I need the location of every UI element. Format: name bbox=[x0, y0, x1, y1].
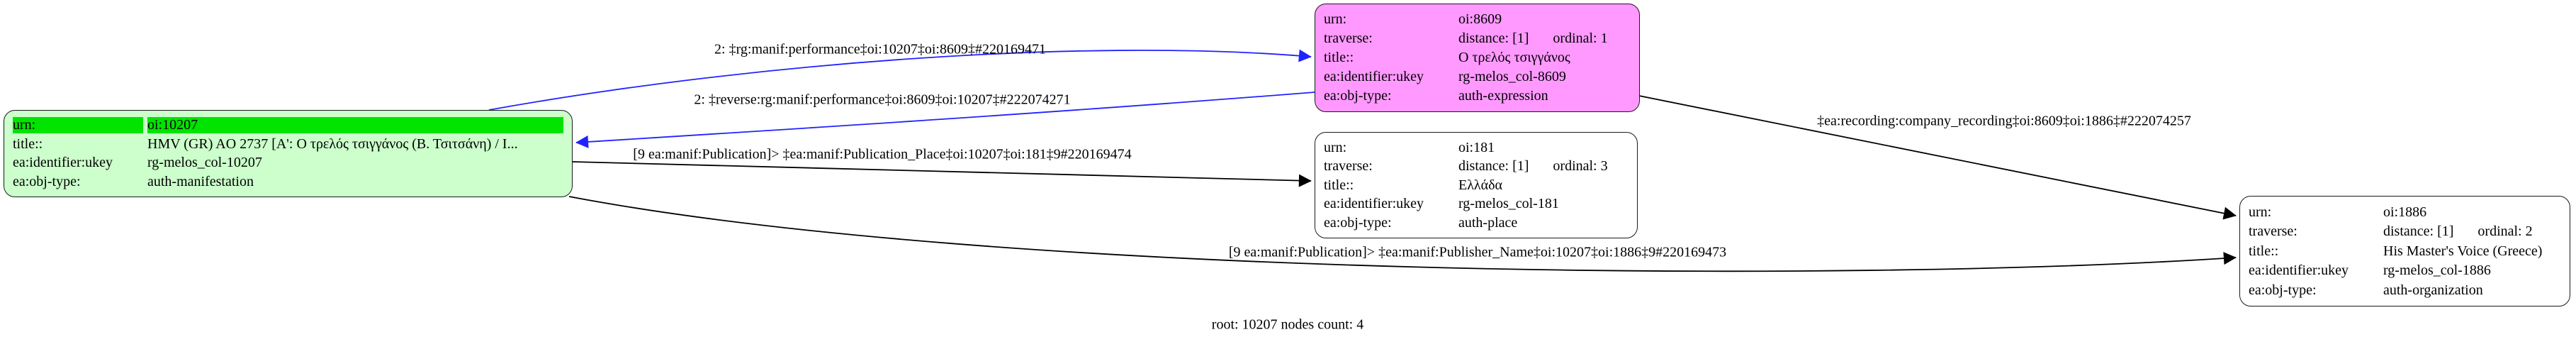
row-value-ordinal: ordinal: 2 bbox=[2477, 223, 2533, 239]
row-label: urn: bbox=[1324, 139, 1347, 155]
node-row: traverse: distance: [1] ordinal: 2 bbox=[2249, 223, 2561, 240]
edge-label-reverse-performance: 2: ‡reverse:rg:manif:performance‡oi:8609… bbox=[694, 92, 1071, 108]
row-label: title:: bbox=[1324, 50, 1354, 65]
row-value: auth-place bbox=[1458, 214, 1518, 231]
row-value: rg-melos_col-8609 bbox=[1458, 69, 1566, 84]
row-value-ordinal: ordinal: 1 bbox=[1553, 31, 1608, 46]
node-row: title:: His Master's Voice (Greece) bbox=[2249, 243, 2561, 260]
row-value: auth-expression bbox=[1458, 88, 1548, 104]
row-label: ea:obj-type: bbox=[1324, 214, 1392, 231]
edge-publisher-name bbox=[568, 196, 2237, 272]
node-row: title:: Ελλάδα bbox=[1324, 177, 1629, 194]
node-row: urn: oi:8609 bbox=[1324, 11, 1631, 28]
row-value: distance: [1] bbox=[1458, 158, 1529, 174]
node-oi-10207[interactable]: urn: oi:10207 title:: HMV (GR) AO 2737 [… bbox=[4, 110, 573, 197]
node-row: title:: Ο τρελός τσιγγάνος bbox=[1324, 50, 1631, 66]
row-label: urn: bbox=[1324, 11, 1347, 27]
row-label: ea:obj-type: bbox=[2249, 282, 2317, 298]
node-row: traverse: distance: [1] ordinal: 1 bbox=[1324, 31, 1631, 47]
row-label: title:: bbox=[2249, 243, 2279, 259]
row-value: auth-manifestation bbox=[147, 173, 254, 189]
row-label: ea:identifier:ukey bbox=[13, 155, 113, 171]
node-oi-181[interactable]: urn: oi:181 traverse: distance: [1] ordi… bbox=[1315, 132, 1638, 238]
row-value: rg-melos_col-10207 bbox=[147, 155, 262, 171]
node-row: traverse: distance: [1] ordinal: 3 bbox=[1324, 158, 1629, 175]
row-value: distance: [1] bbox=[1458, 31, 1529, 46]
row-value: HMV (GR) AO 2737 [Α': Ο τρελός τσιγγάνος… bbox=[147, 136, 518, 152]
row-label: ea:identifier:ukey bbox=[1324, 69, 1424, 84]
node-row: ea:obj-type: auth-manifestation bbox=[13, 174, 563, 190]
row-label: title:: bbox=[13, 136, 43, 152]
row-label: ea:obj-type: bbox=[1324, 88, 1392, 104]
row-label: traverse: bbox=[1324, 158, 1373, 174]
row-value-ordinal: ordinal: 3 bbox=[1553, 158, 1608, 174]
row-value: oi:10207 bbox=[147, 117, 563, 134]
node-row: urn: oi:181 bbox=[1324, 140, 1629, 156]
edge-publication-place bbox=[572, 161, 1312, 187]
row-value: oi:8609 bbox=[1458, 11, 1502, 27]
row-value: His Master's Voice (Greece) bbox=[2383, 243, 2543, 259]
row-value: oi:1886 bbox=[2383, 204, 2427, 220]
node-row: ea:identifier:ukey rg-melos_col-181 bbox=[1324, 196, 1629, 212]
row-label: ea:obj-type: bbox=[13, 173, 81, 189]
node-oi-8609[interactable]: urn: oi:8609 traverse: distance: [1] ord… bbox=[1315, 4, 1640, 112]
edge-performance bbox=[488, 49, 1312, 111]
edge-label-publisher-name: [9 ea:manif:Publication]> ‡ea:manif:Publ… bbox=[1228, 244, 1727, 260]
node-row: ea:identifier:ukey rg-melos_col-10207 bbox=[13, 155, 563, 171]
edge-reverse-performance bbox=[575, 92, 1315, 148]
row-value: distance: [1] bbox=[2383, 223, 2454, 239]
node-row: ea:identifier:ukey rg-melos_col-1886 bbox=[2249, 263, 2561, 279]
edge-label-company-recording: ‡ea:recording:company_recording‡oi:8609‡… bbox=[1817, 113, 2191, 129]
edge-company-recording bbox=[1638, 95, 2237, 220]
node-row: urn: oi:10207 bbox=[13, 117, 563, 134]
row-label: ea:identifier:ukey bbox=[2249, 263, 2349, 278]
row-label: traverse: bbox=[1324, 31, 1373, 46]
node-row: title:: HMV (GR) AO 2737 [Α': Ο τρελός τ… bbox=[13, 136, 563, 153]
graph-root-label: root: 10207 nodes count: 4 bbox=[1211, 316, 1364, 333]
node-oi-1886[interactable]: urn: oi:1886 traverse: distance: [1] ord… bbox=[2239, 196, 2570, 306]
node-row: ea:obj-type: auth-place bbox=[1324, 215, 1629, 231]
edge-label-performance: 2: ‡rg:manif:performance‡oi:10207‡oi:860… bbox=[714, 41, 1046, 57]
edge-label-publication-place: [9 ea:manif:Publication]> ‡ea:manif:Publ… bbox=[633, 146, 1132, 162]
row-value: rg-melos_col-181 bbox=[1458, 196, 1559, 211]
row-label: urn: bbox=[2249, 204, 2272, 220]
row-label: title:: bbox=[1324, 177, 1354, 193]
row-value: oi:181 bbox=[1458, 139, 1495, 155]
row-label: traverse: bbox=[2249, 223, 2297, 239]
row-value: rg-melos_col-1886 bbox=[2383, 263, 2491, 278]
row-label: urn: bbox=[13, 117, 143, 134]
row-label: ea:identifier:ukey bbox=[1324, 196, 1424, 211]
node-row: urn: oi:1886 bbox=[2249, 204, 2561, 221]
node-row: ea:obj-type: auth-organization bbox=[2249, 282, 2561, 299]
node-row: ea:obj-type: auth-expression bbox=[1324, 88, 1631, 104]
node-row: ea:identifier:ukey rg-melos_col-8609 bbox=[1324, 69, 1631, 85]
row-value: Ο τρελός τσιγγάνος bbox=[1458, 50, 1570, 65]
row-value: auth-organization bbox=[2383, 282, 2483, 298]
row-value: Ελλάδα bbox=[1458, 177, 1502, 193]
